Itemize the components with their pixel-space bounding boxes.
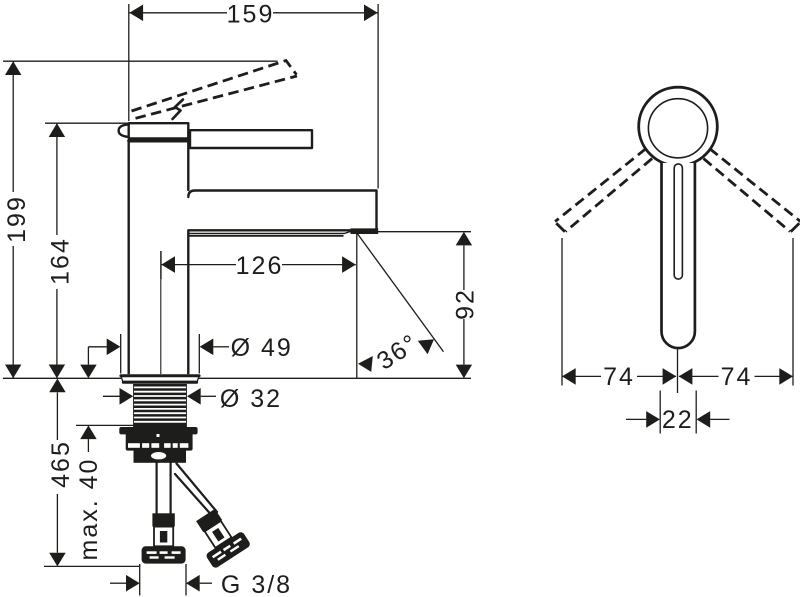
svg-text:159: 159 [227,0,275,28]
svg-text:max. 40: max. 40 [75,458,103,561]
svg-text:126: 126 [236,252,284,280]
svg-text:G 3/8: G 3/8 [221,571,292,597]
svg-text:Ø 49: Ø 49 [231,334,293,362]
svg-text:164: 164 [46,237,74,285]
svg-text:199: 199 [3,195,31,243]
svg-text:74: 74 [603,363,635,391]
svg-text:22: 22 [662,406,694,434]
svg-text:92: 92 [451,288,479,320]
svg-text:74: 74 [721,363,753,391]
svg-text:Ø 32: Ø 32 [220,385,282,413]
svg-text:465: 465 [47,440,75,488]
